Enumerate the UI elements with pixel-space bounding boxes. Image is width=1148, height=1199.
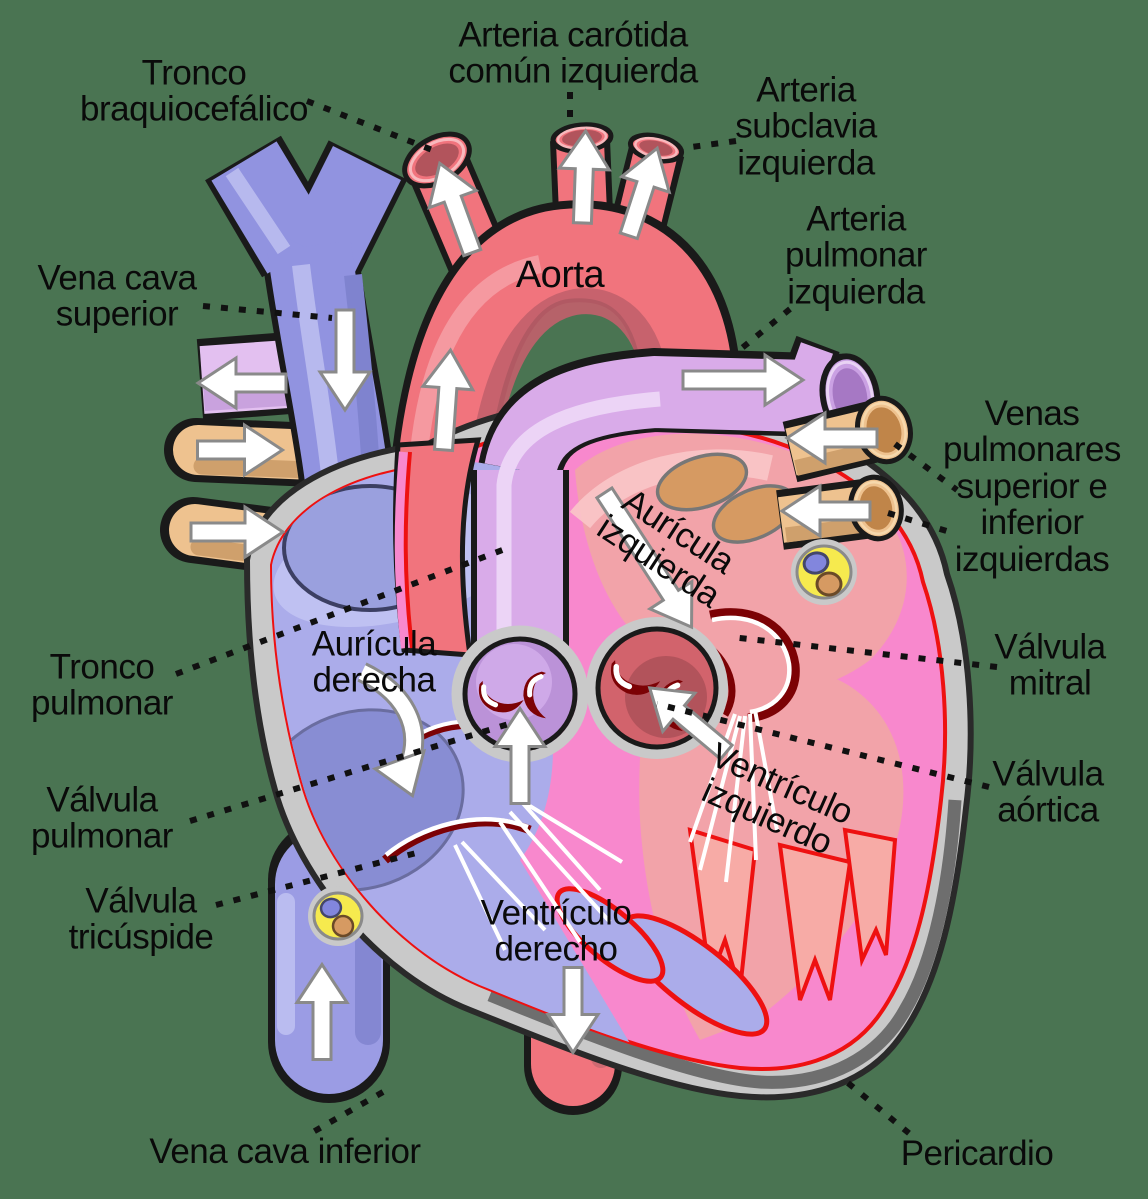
flow-arrow bbox=[681, 352, 806, 408]
mitral-valve bbox=[688, 608, 800, 883]
coronary-cross-section-left-atrium-side bbox=[791, 539, 857, 605]
leader-line bbox=[893, 441, 959, 493]
flow-arrow bbox=[195, 355, 288, 411]
flow-arrow bbox=[196, 422, 286, 478]
pulmonary-vein-opening bbox=[655, 452, 749, 512]
leader-line bbox=[656, 701, 990, 790]
trabecula bbox=[777, 842, 853, 1001]
trabecula-band bbox=[554, 886, 666, 984]
vein-opening bbox=[848, 474, 904, 542]
valve-cusp bbox=[478, 680, 524, 713]
flow-arrow bbox=[779, 483, 872, 539]
valve-cusp bbox=[523, 671, 546, 719]
leader-line bbox=[683, 138, 737, 151]
leader-line bbox=[174, 546, 507, 677]
leader-line bbox=[740, 306, 792, 351]
right-atrium-flow-arrow bbox=[357, 662, 427, 799]
coronary-cross-section-bottom-left bbox=[308, 886, 368, 946]
flow-arrow bbox=[189, 504, 286, 560]
leader-line bbox=[304, 1089, 385, 1139]
flow-arrow bbox=[317, 308, 373, 413]
leader-line bbox=[202, 303, 333, 321]
flow-arrow bbox=[594, 485, 694, 630]
leader-lines bbox=[174, 92, 998, 1142]
flow-arrow bbox=[556, 128, 612, 225]
flow-arrow bbox=[294, 961, 350, 1061]
trabecula bbox=[842, 827, 898, 968]
flow-arrow bbox=[784, 410, 879, 466]
flow-arrow bbox=[420, 347, 476, 453]
flow-arrows bbox=[189, 128, 879, 1061]
pulmonary-valve bbox=[451, 625, 589, 763]
leader-line bbox=[305, 98, 442, 156]
leader-line bbox=[846, 1080, 918, 1142]
pericardium-dark-band bbox=[487, 799, 962, 1089]
flow-arrow bbox=[427, 160, 483, 258]
flow-arrow bbox=[545, 966, 601, 1056]
leader-line bbox=[887, 510, 951, 535]
flow-arrow bbox=[492, 705, 548, 805]
flow-arrow bbox=[618, 145, 672, 241]
leader-line bbox=[189, 720, 513, 824]
